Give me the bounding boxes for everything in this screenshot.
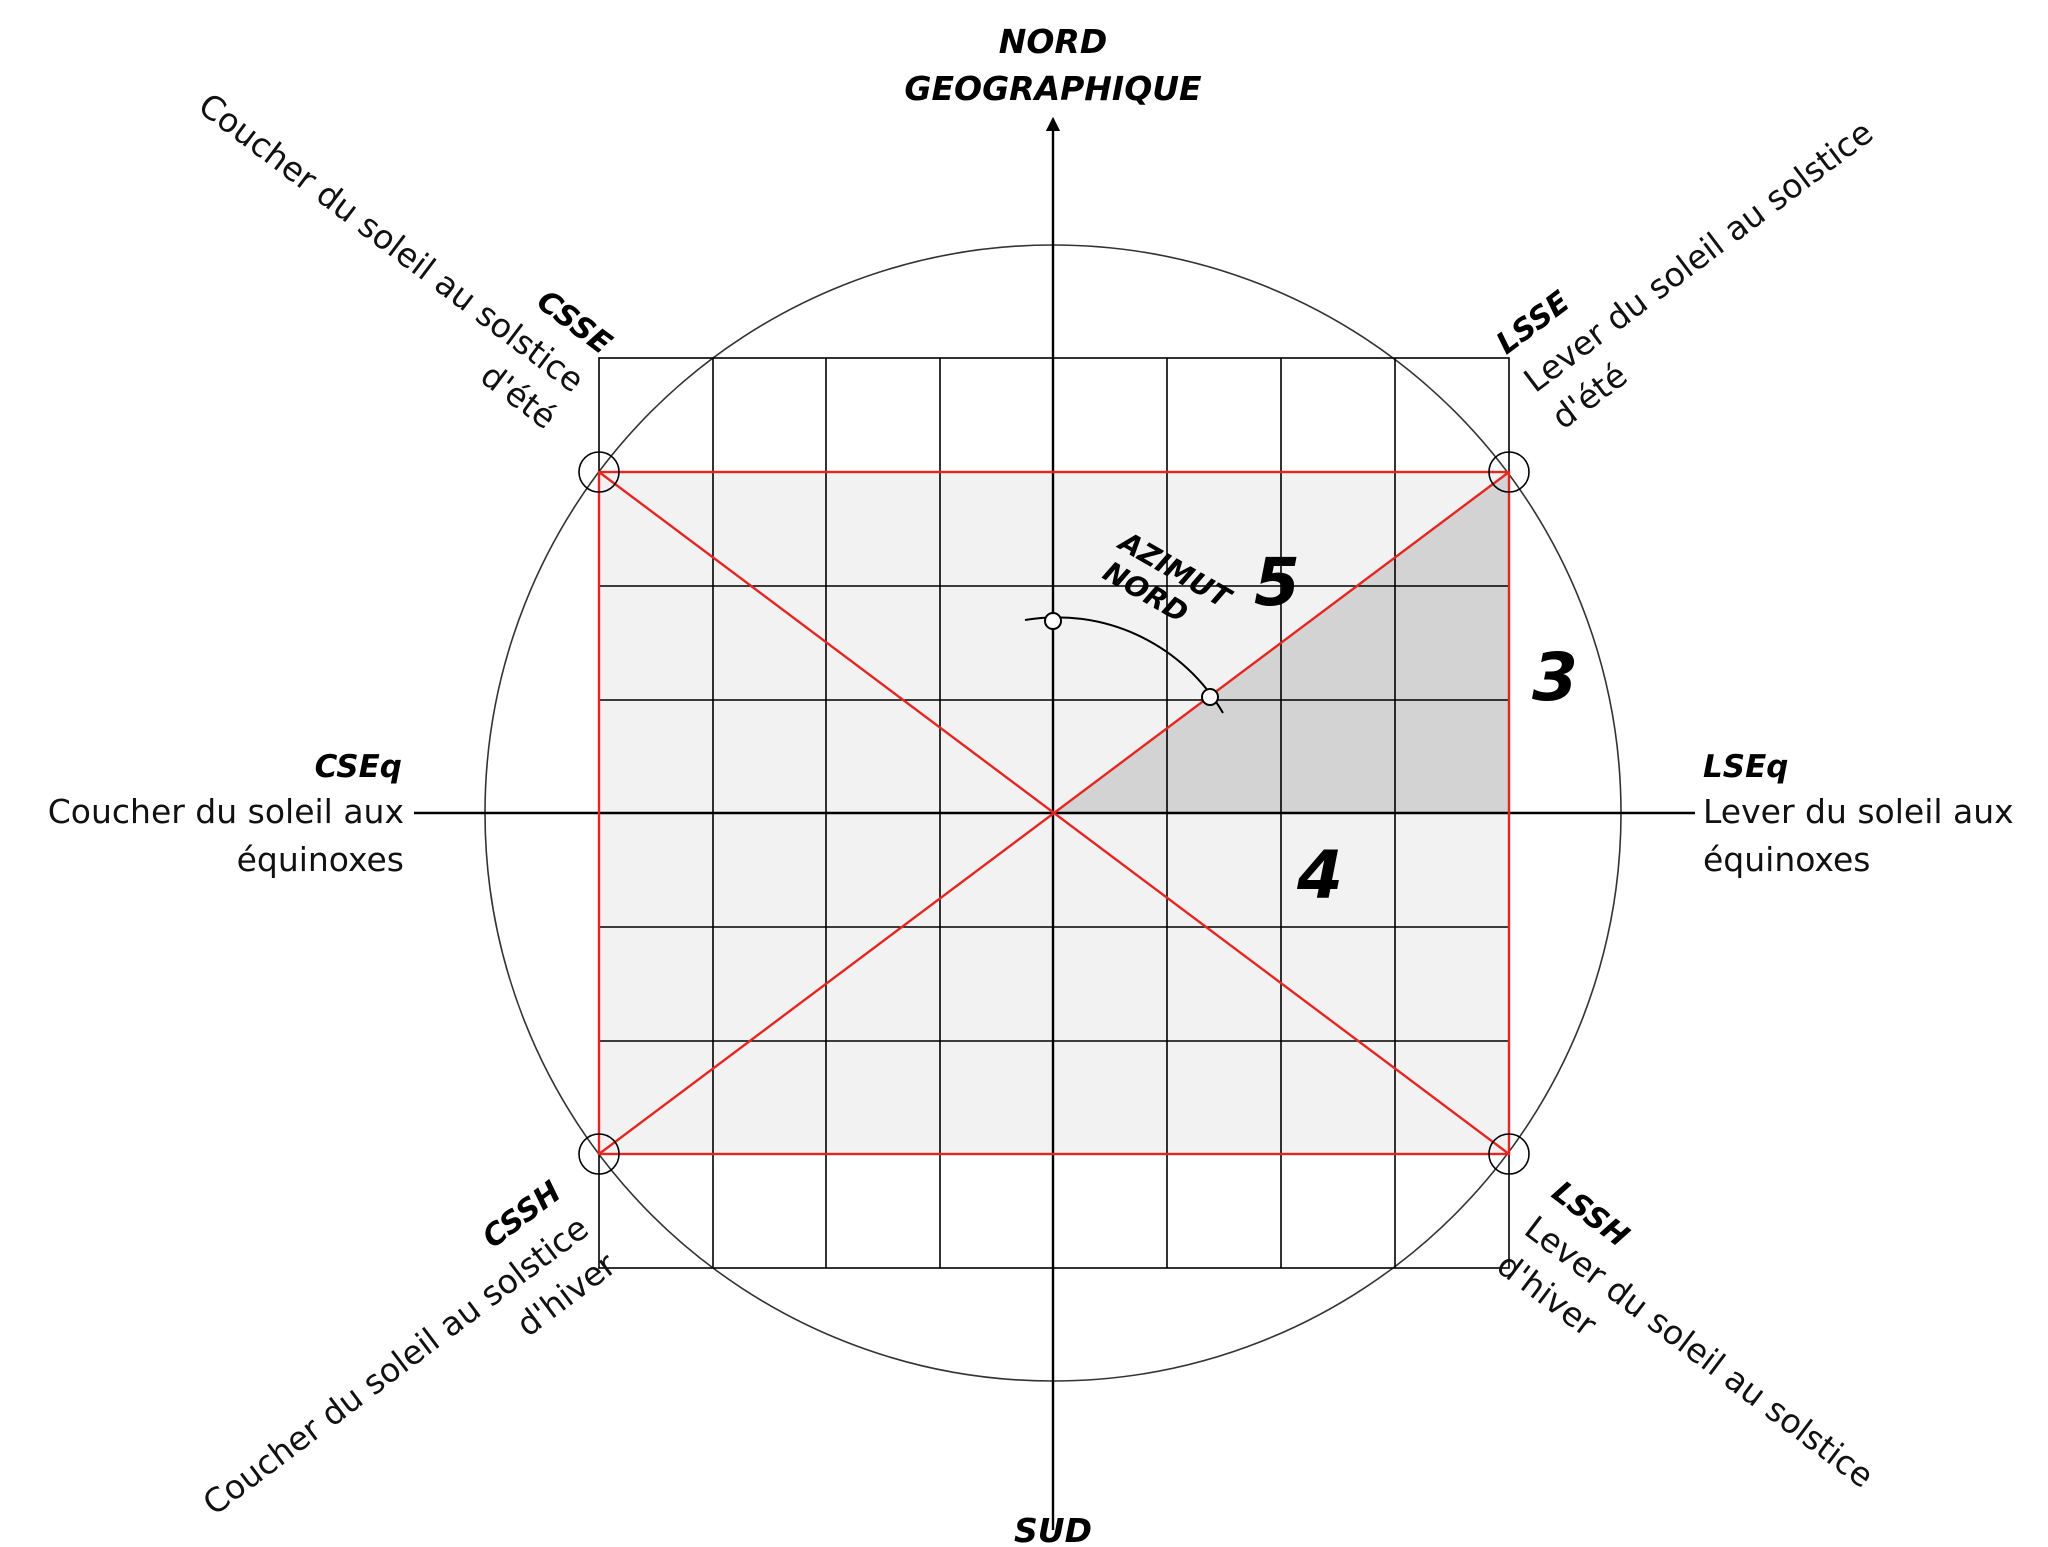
lseq-desc-line2: équinoxes [1703,840,1870,879]
cseq-code: CSEq [315,749,402,785]
north-label-line2: GEOGRAPHIQUE [904,69,1202,108]
csse-desc-line1: Coucher du soleil au solstice [191,85,591,400]
azimuth-end-marker [1201,688,1219,706]
lsse-desc-line1: Lever du soleil au solstice [1516,113,1880,401]
lssh-desc-line1: Lever du soleil au solstice [1518,1208,1882,1496]
north-label-line1: NORD [999,22,1107,61]
lseq-desc-line1: Lever du soleil aux [1703,792,2014,831]
number-hypotenuse: 5 [1254,544,1300,621]
corner-markers [578,451,1530,1175]
cseq-desc-line1: Coucher du soleil aux [48,792,404,831]
cseq-desc-line2: équinoxes [237,840,404,879]
south-label: SUD [1014,1511,1092,1547]
cssh-desc-line1: Coucher du soleil au solstice [195,1208,595,1523]
number-vertical-side: 3 [1532,639,1578,716]
number-horizontal-side: 4 [1296,837,1343,914]
red-rectangle [597,470,1511,1156]
lseq-code: LSEq [1703,749,1788,785]
azimuth-start-marker [1044,612,1062,630]
